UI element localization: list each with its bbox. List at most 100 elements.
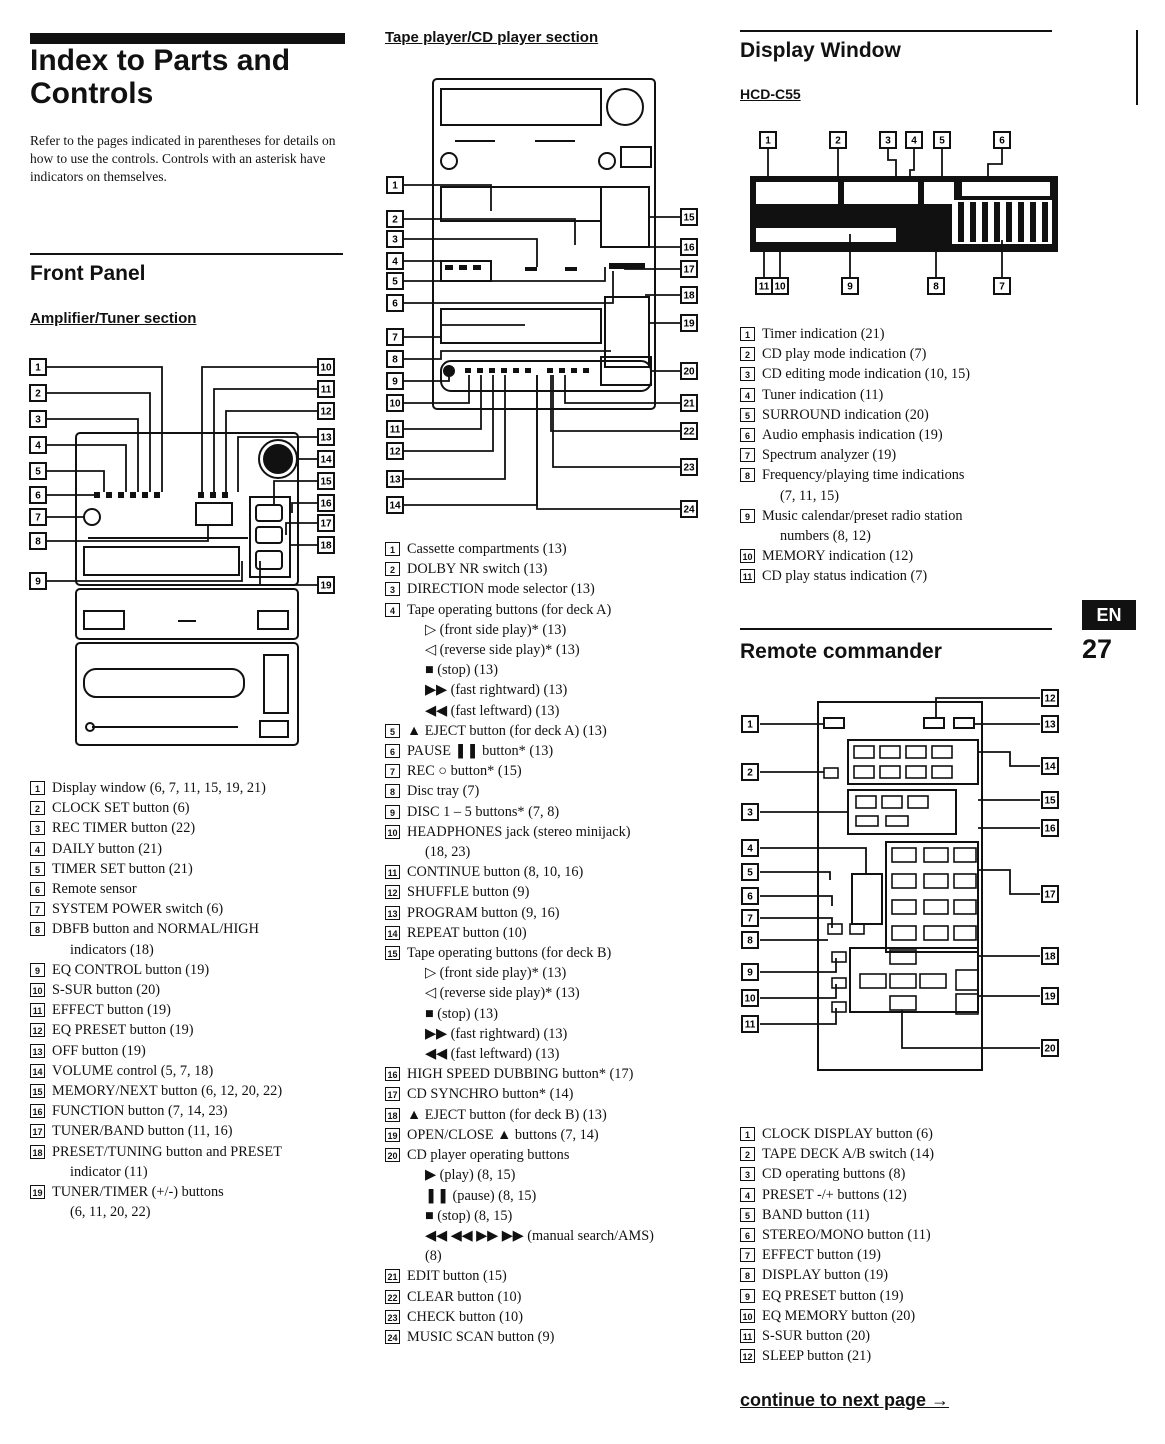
list-item: ■ (stop) (13) <box>385 660 654 680</box>
svg-text:2: 2 <box>835 136 841 147</box>
item-text: Music calendar/preset radio station <box>762 507 963 524</box>
svg-text:15: 15 <box>1044 796 1056 807</box>
svg-text:2: 2 <box>35 389 41 400</box>
item-text: indicators (18) <box>70 941 154 958</box>
item-text: ■ (stop) (13) <box>425 1005 498 1022</box>
svg-text:16: 16 <box>1044 824 1056 835</box>
item-text: (18, 23) <box>425 844 471 861</box>
callout-8: 8 <box>927 277 945 295</box>
item-text: indicator (11) <box>70 1163 148 1180</box>
callout-16: 16 <box>680 238 698 256</box>
callout-14: 14 <box>317 450 335 468</box>
item-number: 19 <box>30 1185 45 1200</box>
item-text: (8) <box>425 1248 442 1265</box>
item-number: 11 <box>740 1329 755 1344</box>
svg-text:6: 6 <box>392 299 398 310</box>
model-heading: HCD-C55 <box>740 86 801 102</box>
svg-text:21: 21 <box>683 399 695 410</box>
svg-text:4: 4 <box>911 136 917 147</box>
item-text: CLOCK DISPLAY button (6) <box>762 1126 933 1142</box>
page-number: 27 <box>1082 634 1113 664</box>
item-number: 14 <box>385 925 400 940</box>
svg-text:9: 9 <box>747 968 753 979</box>
item-number: 24 <box>385 1329 400 1344</box>
item-text: REC ○ button* (15) <box>407 763 522 780</box>
item-text: HIGH SPEED DUBBING button* (17) <box>407 1066 634 1083</box>
item-text: EQ PRESET button (19) <box>52 1022 194 1039</box>
item-text: DIRECTION mode selector (13) <box>407 581 595 598</box>
item-text: EQ CONTROL button (19) <box>52 961 210 978</box>
item-number: 8 <box>740 468 755 483</box>
list-item: numbers (8, 12) <box>740 526 970 546</box>
item-number: 2 <box>740 1147 755 1162</box>
item-number: 18 <box>30 1144 45 1159</box>
svg-text:8: 8 <box>392 355 398 366</box>
svg-text:22: 22 <box>683 427 695 438</box>
svg-text:2: 2 <box>392 215 398 226</box>
callout-4: 4 <box>386 252 404 270</box>
item-number: 3 <box>30 821 45 836</box>
svg-text:20: 20 <box>1044 1044 1056 1055</box>
svg-text:10: 10 <box>389 399 401 410</box>
callout-1: 1 <box>759 131 777 149</box>
callout-7: 7 <box>741 909 759 927</box>
item-text: SHUFFLE button (9) <box>407 884 530 901</box>
svg-text:8: 8 <box>747 936 753 947</box>
item-number: 6 <box>740 1228 755 1243</box>
callout-21: 21 <box>680 394 698 412</box>
item-text: ◀◀ (fast leftward) (13) <box>425 702 560 719</box>
item-number: 7 <box>740 448 755 463</box>
callout-9: 9 <box>386 372 404 390</box>
svg-text:10: 10 <box>320 363 332 374</box>
svg-text:18: 18 <box>1044 952 1056 963</box>
callout-11: 11 <box>386 420 404 438</box>
item-text: DOLBY NR switch (13) <box>407 561 548 578</box>
callout-16: 16 <box>1041 819 1059 837</box>
svg-text:2: 2 <box>747 768 753 779</box>
item-text: ◀◀ ◀◀ ▶▶ ▶▶ (manual search/AMS) <box>425 1227 654 1244</box>
item-text: CLOCK SET button (6) <box>52 800 190 817</box>
item-text: CLEAR button (10) <box>407 1288 522 1305</box>
callout-11: 11 <box>317 380 335 398</box>
item-number: 1 <box>385 542 400 556</box>
callout-14: 14 <box>386 496 404 514</box>
item-text: EQ PRESET button (19) <box>762 1287 904 1304</box>
continue-link[interactable]: continue to next page → <box>740 1390 950 1410</box>
display-window-heading: Display Window <box>740 39 901 62</box>
svg-text:14: 14 <box>1044 762 1056 773</box>
callout-3: 3 <box>741 803 759 821</box>
callout-2: 2 <box>386 210 404 228</box>
svg-text:6: 6 <box>35 491 41 502</box>
callout-2: 2 <box>829 131 847 149</box>
list-item: ◀◀ (fast leftward) (13) <box>385 1044 654 1064</box>
item-text: TUNER/BAND button (11, 16) <box>52 1123 233 1140</box>
item-number: 16 <box>30 1104 45 1119</box>
item-number: 1 <box>30 781 45 795</box>
item-text: DAILY button (21) <box>52 840 163 857</box>
svg-text:12: 12 <box>1044 694 1056 705</box>
callout-10: 10 <box>317 358 335 376</box>
svg-text:1: 1 <box>747 720 753 731</box>
svg-text:7: 7 <box>35 513 41 524</box>
list-item: ▶▶ (fast rightward) (13) <box>385 1024 654 1044</box>
